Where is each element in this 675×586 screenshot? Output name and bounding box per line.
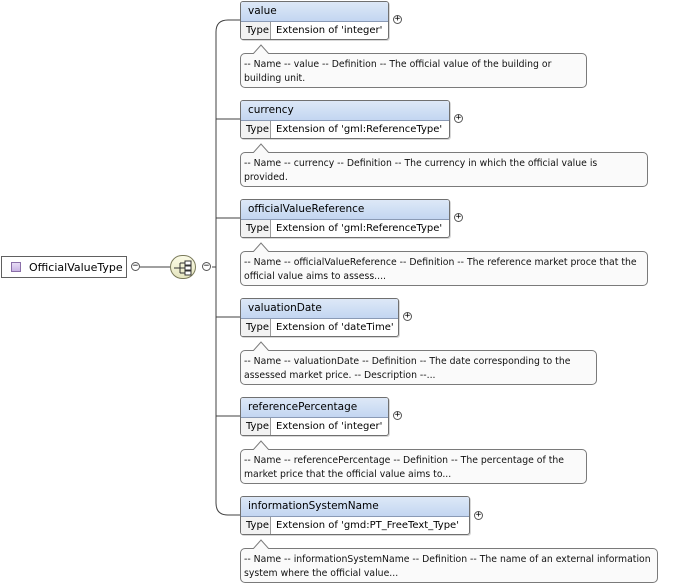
type-label: Type [241,418,271,435]
element-name: officialValueReference [241,200,449,220]
type-label: Type [241,517,271,534]
type-label: Type [241,220,271,237]
element-name: valuationDate [241,299,398,319]
element-name: informationSystemName [241,497,469,517]
element-box-value[interactable]: value Type Extension of 'integer' [240,1,389,40]
element-box-valuation-date[interactable]: valuationDate Type Extension of 'dateTim… [240,298,399,337]
expand-icon[interactable]: + [454,212,463,222]
documentation-box: -- Name -- officialValueReference -- Def… [240,251,648,286]
sequence-icon [174,260,192,276]
expand-icon[interactable]: + [393,14,402,24]
type-label: Type [241,319,271,336]
type-label: Type [241,22,271,39]
sequence-compositor[interactable] [170,255,196,279]
collapse-icon[interactable]: − [131,261,140,271]
type-label: Type [241,121,271,138]
type-value: Extension of 'integer' [276,421,383,432]
type-value: Extension of 'dateTime' [276,322,394,333]
documentation-box: -- Name -- value -- Definition -- The of… [240,53,587,88]
type-value: Extension of 'integer' [276,25,383,36]
element-box-reference-percentage[interactable]: referencePercentage Type Extension of 'i… [240,397,389,436]
expand-icon[interactable]: + [454,113,463,123]
collapse-icon[interactable]: − [202,261,211,271]
element-name: referencePercentage [241,398,388,418]
doc-pointer [253,440,269,450]
documentation-box: -- Name -- valuationDate -- Definition -… [240,350,597,385]
type-value: Extension of 'gml:ReferenceType' [276,124,443,135]
complex-type-icon [11,262,21,272]
expand-icon[interactable]: + [403,311,412,321]
element-name: value [241,2,388,22]
doc-pointer [253,143,269,153]
expand-icon[interactable]: + [393,410,402,420]
type-value: Extension of 'gml:ReferenceType' [276,223,443,234]
documentation-box: -- Name -- currency -- Definition -- The… [240,152,648,187]
doc-pointer [253,341,269,351]
complex-type-label: OfficialValueType [29,260,123,274]
element-box-information-system-name[interactable]: informationSystemName Type Extension of … [240,496,470,535]
type-value: Extension of 'gmd:PT_FreeText_Type' [276,520,459,531]
doc-pointer [253,539,269,549]
doc-pointer [253,44,269,54]
complex-type-box[interactable]: OfficialValueType [1,256,127,278]
doc-pointer [253,242,269,252]
element-name: currency [241,101,449,121]
element-box-currency[interactable]: currency Type Extension of 'gml:Referenc… [240,100,450,139]
documentation-box: -- Name -- informationSystemName -- Defi… [240,548,658,583]
element-box-official-value-reference[interactable]: officialValueReference Type Extension of… [240,199,450,238]
documentation-box: -- Name -- referencePercentage -- Defini… [240,449,587,484]
expand-icon[interactable]: + [474,510,483,520]
